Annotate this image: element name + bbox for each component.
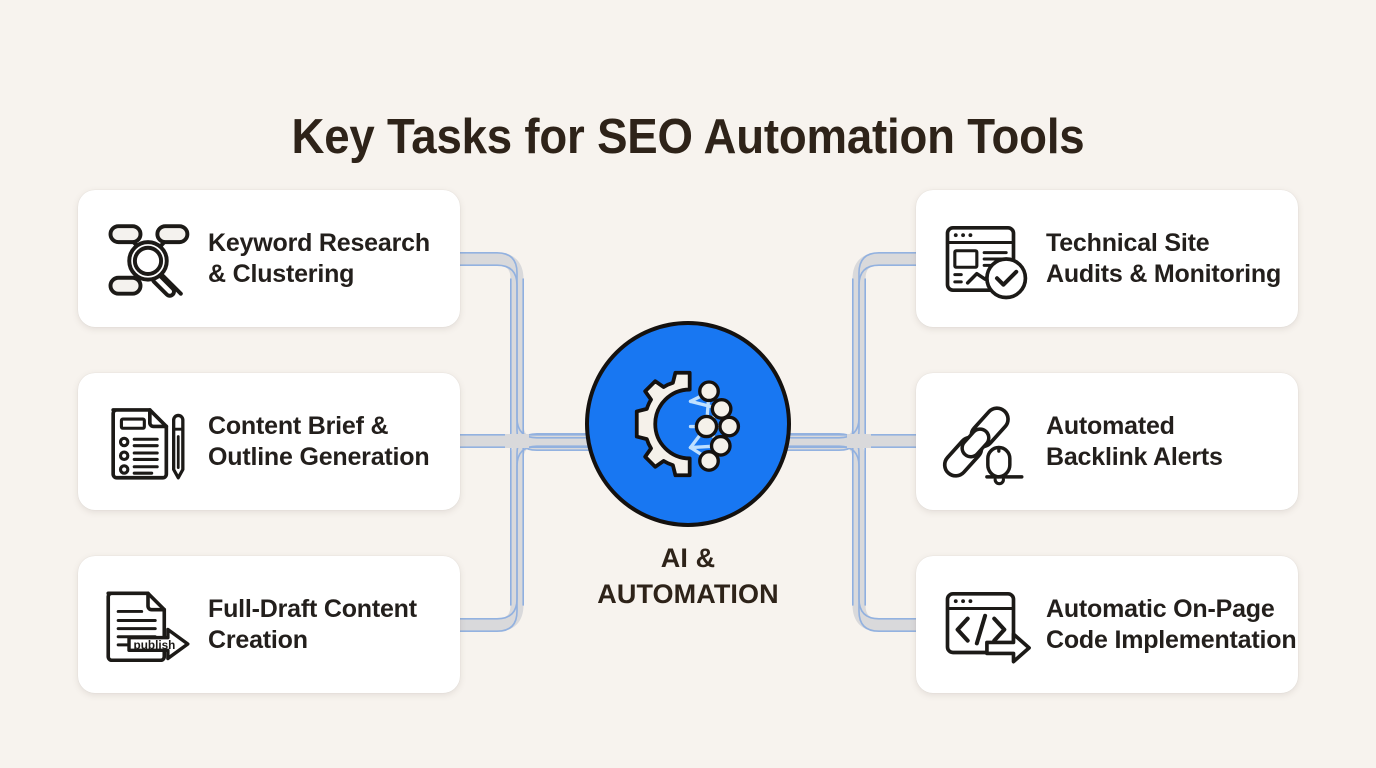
card-full-draft-content[interactable]: publish Full-Draft Content Creation (78, 556, 460, 693)
keyword-cluster-magnifier-icon (100, 211, 196, 307)
card-automated-backlink-alerts[interactable]: Automated Backlink Alerts (916, 373, 1298, 510)
gear-neural-network-icon (634, 370, 741, 478)
card-label: Keyword Research & Clustering (208, 228, 430, 288)
publish-label: publish (134, 638, 176, 651)
card-label: Content Brief & Outline Generation (208, 411, 430, 471)
hub-label: AI & AUTOMATION (597, 543, 779, 609)
chain-link-bell-icon (938, 394, 1034, 490)
card-content-brief[interactable]: Content Brief & Outline Generation (78, 373, 460, 510)
browser-analytics-check-icon (938, 211, 1034, 307)
card-label: Automatic On-Page Code Implementation (1046, 594, 1297, 654)
page-title: Key Tasks for SEO Automation Tools (291, 109, 1085, 164)
checklist-document-pen-icon (100, 394, 196, 490)
hub-ai-automation[interactable] (585, 321, 791, 527)
card-label: Full-Draft Content Creation (208, 594, 417, 654)
card-label: Automated Backlink Alerts (1046, 411, 1223, 471)
document-publish-arrow-icon: publish (100, 577, 196, 673)
card-technical-site-audits[interactable]: Technical Site Audits & Monitoring (916, 190, 1298, 327)
card-automatic-on-page-code[interactable]: Automatic On-Page Code Implementation (916, 556, 1298, 693)
hub-circle (585, 321, 791, 527)
card-label: Technical Site Audits & Monitoring (1046, 228, 1282, 288)
browser-code-arrow-icon (938, 577, 1034, 673)
card-keyword-research[interactable]: Keyword Research & Clustering (78, 190, 460, 327)
